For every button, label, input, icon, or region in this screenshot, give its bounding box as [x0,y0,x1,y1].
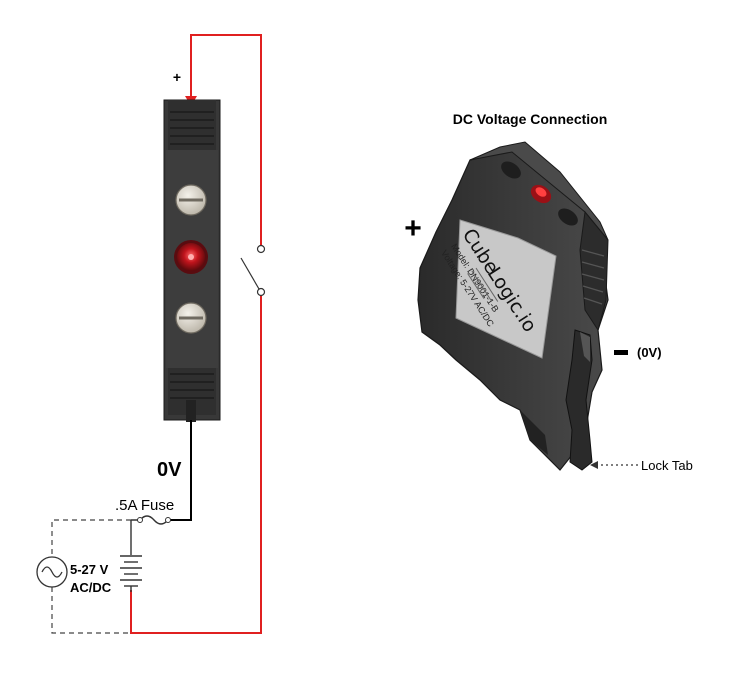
diagram-title: DC Voltage Connection [453,111,608,127]
battery-icon [120,520,142,592]
plus-label-left: + [173,69,181,85]
plus-label-right: + [404,212,422,245]
minus-icon [614,350,628,355]
supply-type-label: AC/DC [70,580,112,595]
dashed-wire [51,519,131,634]
fuse-icon [131,515,170,525]
negative-wire [170,420,192,521]
led-icon [174,240,208,274]
zero-v-label: 0V [157,459,182,481]
module-3d-view [417,141,609,471]
positive-wire [130,34,262,634]
arrow-icon [590,461,598,469]
screw-icon [175,302,207,334]
fuse-label: .5A Fuse [115,497,174,514]
supply-voltage-label: 5-27 V [70,562,109,577]
module-front-view [163,99,221,422]
label-fine-print [467,267,499,302]
screw-icon [175,184,207,216]
ac-source-icon [36,556,68,588]
switch-icon [240,244,266,297]
lock-tab-label: Lock Tab [641,458,693,473]
zero-v-paren-label: (0V) [637,345,662,360]
